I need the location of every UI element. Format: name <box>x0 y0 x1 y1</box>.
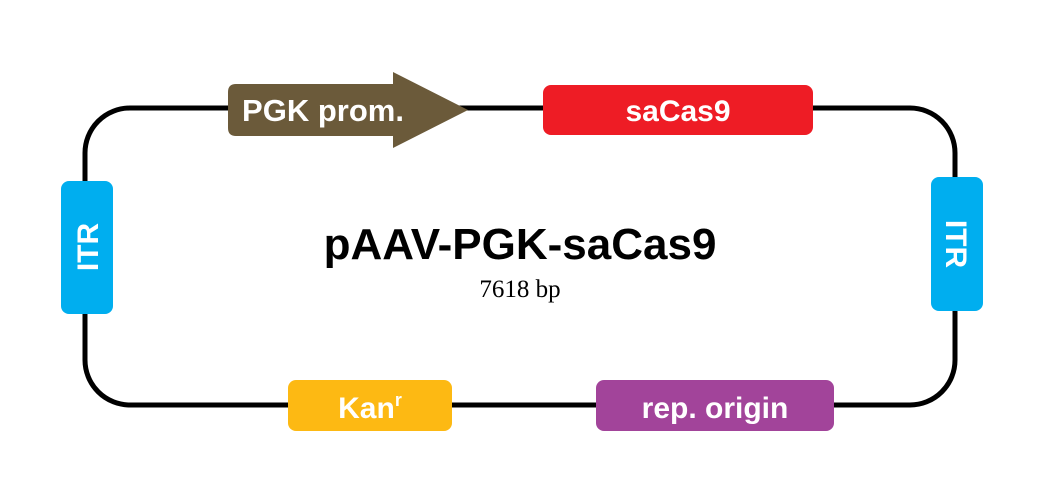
pgk-promoter-label: PGK prom. <box>242 93 404 128</box>
kanr-label-main: Kan <box>338 392 395 425</box>
itr-left-box <box>61 181 113 314</box>
rep-origin-box <box>596 380 834 431</box>
sacas9-box <box>543 85 813 135</box>
rep-origin-label: rep. origin <box>642 392 789 425</box>
kanr-label: Kanr <box>338 390 402 425</box>
kanr-feature: Kanr <box>288 380 452 431</box>
rep-origin-feature: rep. origin <box>596 380 834 431</box>
itr-left-feature: ITR <box>61 181 113 314</box>
pgk-promoter-feature: PGK prom. <box>228 72 468 148</box>
itr-right-label: ITR <box>939 220 972 269</box>
itr-right-box <box>931 177 983 311</box>
plasmid-name: pAAV-PGK-saCas9 <box>324 220 717 269</box>
kanr-label-superscript: r <box>395 390 402 410</box>
sacas9-label: saCas9 <box>625 95 730 128</box>
sacas9-feature: saCas9 <box>543 85 813 135</box>
kanr-box <box>288 380 452 431</box>
pgk-promoter-arrow <box>228 72 468 148</box>
plasmid-size: 7618 bp <box>479 276 560 303</box>
itr-right-feature: ITR <box>931 177 983 311</box>
itr-left-label: ITR <box>72 223 105 272</box>
